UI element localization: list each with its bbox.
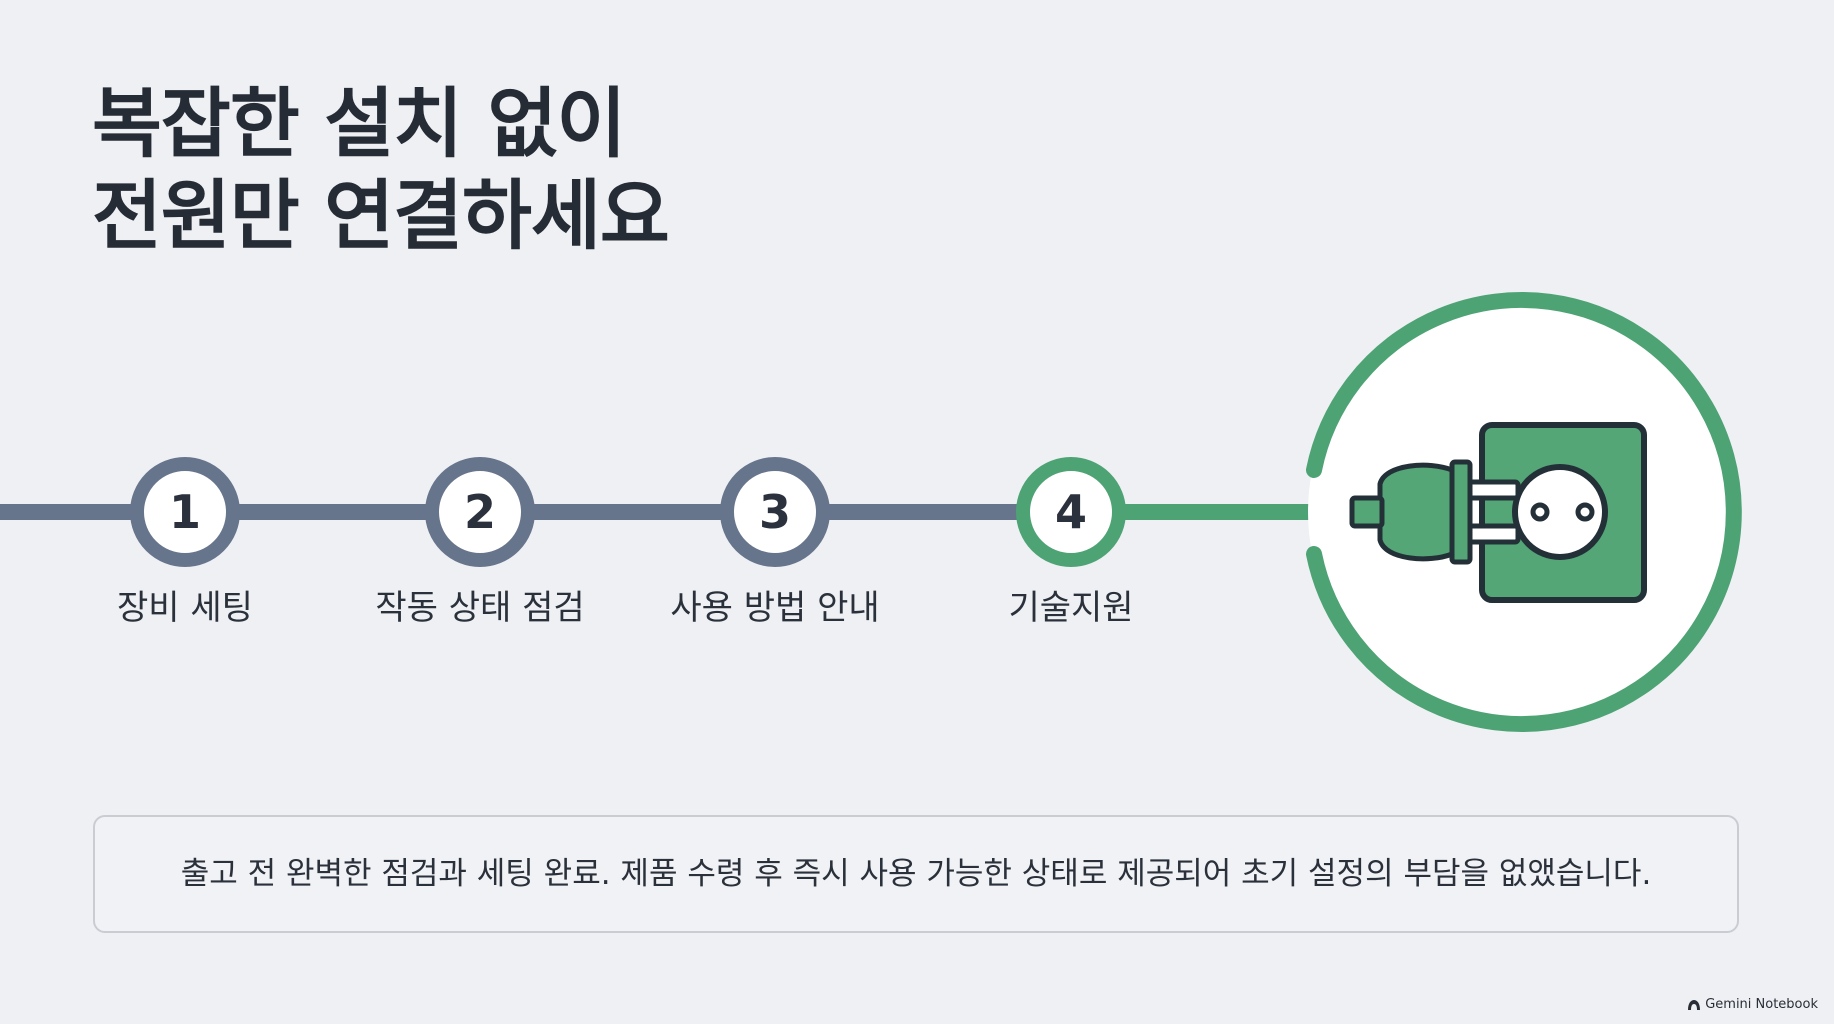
step-node-2: 2: [425, 457, 535, 567]
plug-socket-icon: [1349, 422, 1647, 603]
caption-box: 출고 전 완벽한 점검과 세팅 완료. 제품 수령 후 즉시 사용 가능한 상태…: [93, 815, 1739, 933]
step-number-3: 3: [759, 485, 791, 539]
step-label-2: 작동 상태 점검: [375, 588, 585, 628]
power-ring: [1306, 292, 1742, 732]
step-label-1: 장비 세팅: [117, 588, 253, 628]
watermark-text: Gemini Notebook: [1705, 997, 1818, 1012]
caption-text: 출고 전 완벽한 점검과 세팅 완료. 제품 수령 후 즉시 사용 가능한 상태…: [180, 856, 1652, 892]
notebook-logo-icon: [1688, 1000, 1701, 1010]
step-node-3: 3: [720, 457, 830, 567]
step-node-1: 1: [130, 457, 240, 567]
step-label-3: 사용 방법 안내: [670, 588, 880, 628]
step-node-4: 4: [1016, 457, 1126, 567]
step-number-2: 2: [464, 485, 496, 539]
watermark: Gemini Notebook: [1687, 997, 1818, 1013]
headline-line-1: 복잡한 설치 없이: [92, 79, 626, 168]
headline-line-2: 전원만 연결하세요: [92, 171, 670, 260]
headline: 복잡한 설치 없이 전원만 연결하세요: [92, 78, 670, 262]
step-number-1: 1: [169, 485, 201, 539]
step-number-4: 4: [1055, 485, 1087, 539]
step-label-4: 기술지원: [1008, 588, 1134, 628]
